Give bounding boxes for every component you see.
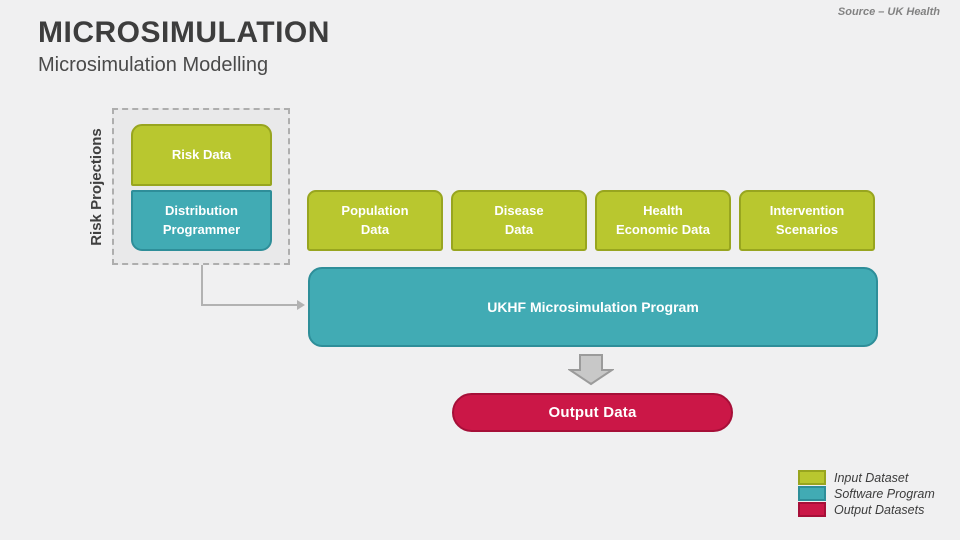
legend-label: Input Dataset — [834, 470, 909, 485]
legend: Input Dataset Software Program Output Da… — [798, 470, 935, 517]
disease-data-box: Disease Data — [451, 190, 587, 251]
output-datasets-swatch-icon — [798, 502, 826, 517]
legend-label: Software Program — [834, 486, 935, 501]
legend-item-output: Output Datasets — [798, 502, 935, 517]
distribution-programmer-box: Distribution Programmer — [131, 190, 272, 251]
risk-data-box: Risk Data — [131, 124, 272, 186]
legend-item-software: Software Program — [798, 486, 935, 501]
page-subtitle: Microsimulation Modelling — [38, 54, 269, 76]
input-dataset-swatch-icon — [798, 470, 826, 485]
ukhf-microsimulation-program-box: UKHF Microsimulation Program — [308, 267, 878, 347]
connector-vertical-line — [201, 265, 203, 306]
intervention-scenarios-box: Intervention Scenarios — [739, 190, 875, 251]
page-title: MICROSIMULATION — [38, 16, 330, 49]
output-data-box: Output Data — [452, 393, 733, 432]
connector-arrowhead-icon — [297, 300, 305, 310]
connector-horizontal-line — [201, 304, 298, 306]
source-credit: Source – UK Health — [837, 6, 940, 18]
legend-item-input: Input Dataset — [798, 470, 935, 485]
legend-label: Output Datasets — [834, 502, 925, 517]
down-arrow-icon — [568, 354, 614, 386]
health-economic-data-box: Health Economic Data — [595, 190, 731, 251]
software-program-swatch-icon — [798, 486, 826, 501]
population-data-box: Population Data — [307, 190, 443, 251]
risk-projections-label: Risk Projections — [88, 128, 105, 246]
